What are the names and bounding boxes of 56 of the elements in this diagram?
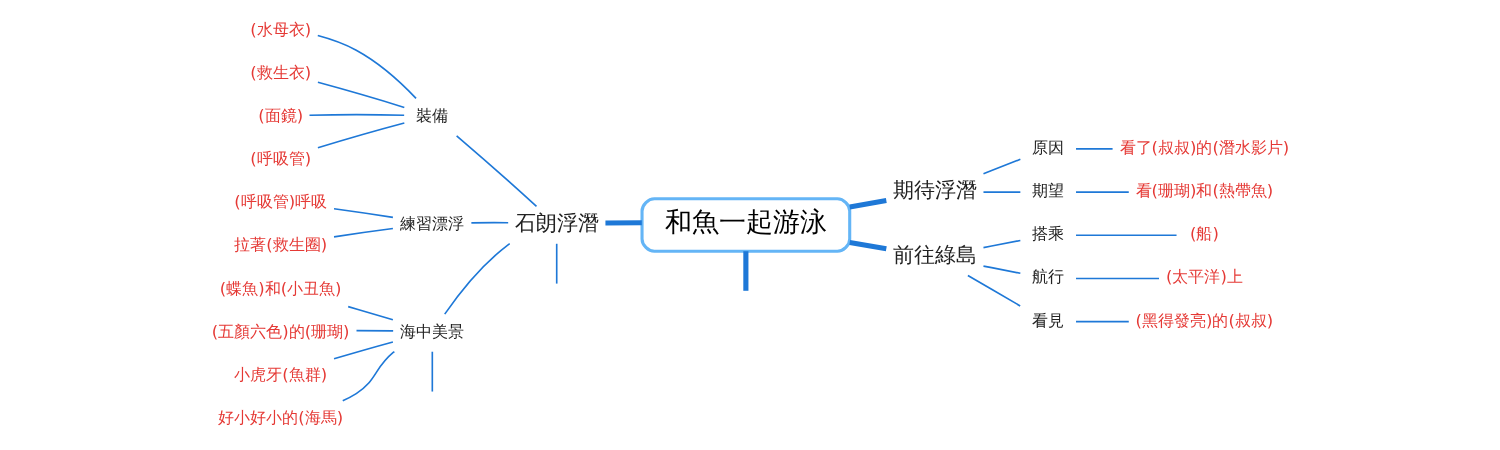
node-text: 石朗浮潛 bbox=[514, 211, 599, 236]
node-text: (水母衣) bbox=[249, 19, 311, 39]
connector bbox=[1074, 234, 1177, 237]
connector bbox=[455, 134, 537, 208]
node-text: (救生衣) bbox=[249, 62, 311, 82]
connector bbox=[555, 242, 558, 285]
node-text: 前往綠島 bbox=[892, 243, 977, 268]
connector bbox=[604, 220, 642, 226]
connector bbox=[316, 122, 405, 149]
connector bbox=[1074, 277, 1160, 280]
connector bbox=[443, 242, 511, 315]
connector bbox=[742, 251, 748, 291]
connector bbox=[982, 239, 1021, 249]
node-text: 練習漂浮 bbox=[399, 213, 464, 233]
connector bbox=[332, 227, 394, 238]
connector bbox=[332, 207, 394, 219]
connector bbox=[982, 265, 1021, 275]
node-text: 原因 bbox=[1031, 137, 1064, 157]
node-text: (黑得發亮)的(叔叔) bbox=[1135, 310, 1273, 330]
connector bbox=[316, 34, 417, 100]
node-text: (五顏六色)的(珊瑚) bbox=[211, 321, 349, 341]
node-text: 看了(叔叔)的(潛水影片) bbox=[1119, 137, 1289, 157]
node-text: (船) bbox=[1189, 224, 1219, 244]
connector bbox=[966, 274, 1021, 307]
node-text: (蝶魚)和(小丑魚) bbox=[219, 278, 341, 298]
node-text: 小虎牙(魚群) bbox=[233, 365, 327, 385]
connector bbox=[982, 158, 1021, 175]
connector bbox=[848, 197, 887, 210]
connector bbox=[1074, 148, 1113, 150]
connector bbox=[982, 191, 1021, 193]
node-text: 期望 bbox=[1031, 181, 1064, 201]
connector bbox=[470, 221, 509, 224]
connector bbox=[308, 113, 405, 117]
node-text: 期待浮潛 bbox=[892, 178, 977, 203]
connector bbox=[431, 350, 433, 393]
node-text: 看(珊瑚)和(熱帶魚) bbox=[1135, 181, 1273, 201]
node-text: (呼吸管)呼吸 bbox=[233, 192, 327, 212]
node-text: 好小好小的(海馬) bbox=[217, 408, 343, 428]
connector bbox=[1074, 320, 1130, 323]
connector bbox=[346, 305, 394, 321]
node-text: 拉著(救生圈) bbox=[233, 235, 327, 255]
node-text: 海中美景 bbox=[399, 321, 464, 341]
connector bbox=[1074, 191, 1130, 193]
connector bbox=[355, 329, 394, 332]
node-box: 和魚一起游泳 bbox=[640, 197, 851, 253]
connector bbox=[316, 81, 405, 109]
connector bbox=[332, 341, 394, 360]
node-text: 裝備 bbox=[415, 105, 448, 125]
node-text: 看見 bbox=[1031, 310, 1064, 330]
node-text: (呼吸管) bbox=[249, 149, 311, 169]
connector bbox=[848, 240, 887, 252]
connector bbox=[341, 350, 395, 402]
node-text: (面鏡) bbox=[257, 105, 303, 125]
node-text: 航行 bbox=[1031, 267, 1064, 287]
node-text: 搭乘 bbox=[1031, 224, 1064, 244]
node-text: (太平洋)上 bbox=[1165, 267, 1243, 287]
